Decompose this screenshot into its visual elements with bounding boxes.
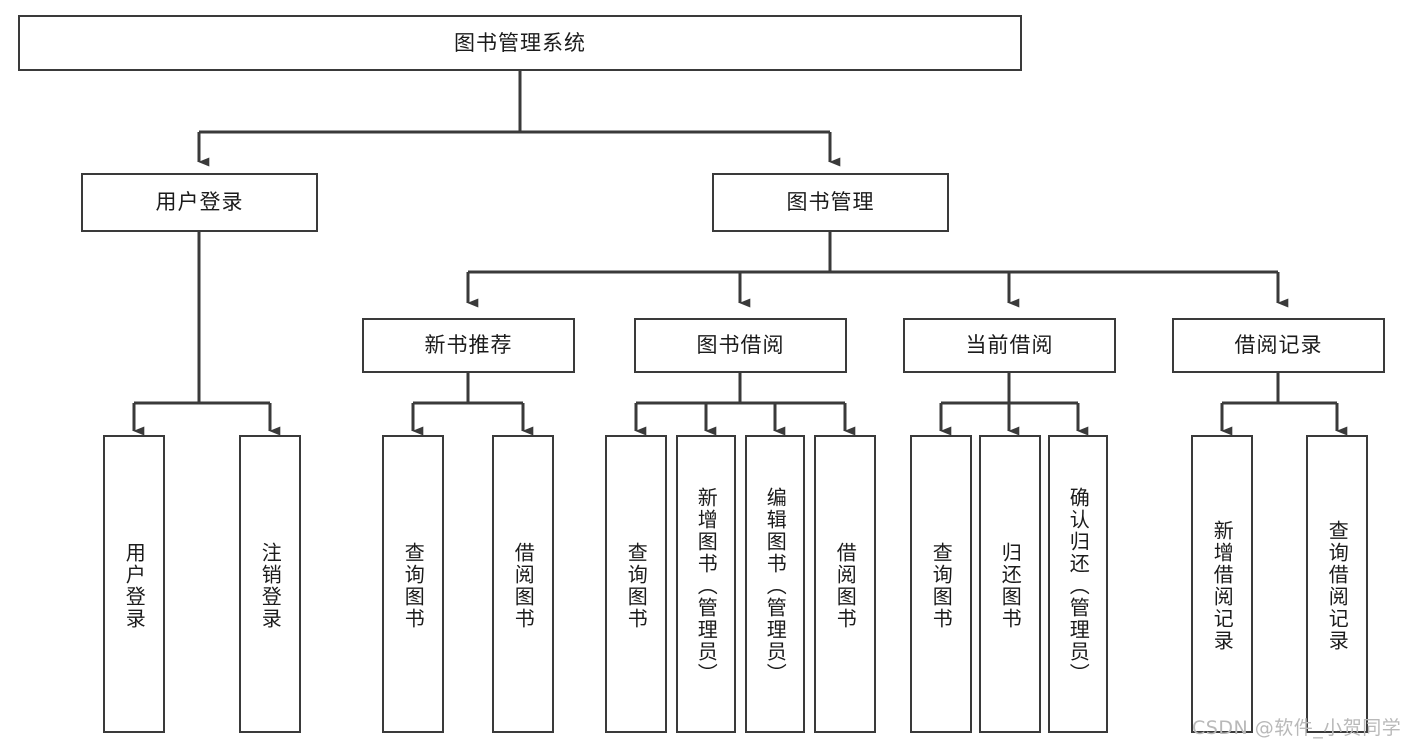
- node-new-book-recommend[interactable]: 新书推荐: [362, 318, 575, 373]
- node-leaf-return-book[interactable]: 归还图书: [979, 435, 1041, 733]
- node-leaf-query-book-1-label: 查询图书: [401, 542, 426, 630]
- node-book-management-label: 图书管理: [786, 190, 875, 215]
- node-leaf-query-book-2-label: 查询图书: [624, 542, 649, 630]
- node-root-label: 图书管理系统: [454, 30, 586, 55]
- node-leaf-add-record[interactable]: 新增借阅记录: [1191, 435, 1253, 733]
- node-leaf-query-book-3[interactable]: 查询图书: [910, 435, 972, 733]
- node-leaf-query-record[interactable]: 查询借阅记录: [1306, 435, 1368, 733]
- node-leaf-add-record-label: 新增借阅记录: [1210, 520, 1235, 652]
- node-leaf-user-login-label: 用户登录: [122, 542, 147, 630]
- node-leaf-confirm-return[interactable]: 确认归还（管理员）: [1048, 435, 1108, 733]
- node-leaf-return-book-label: 归还图书: [998, 542, 1023, 630]
- node-new-book-recommend-label: 新书推荐: [424, 333, 513, 358]
- node-leaf-edit-book[interactable]: 编辑图书（管理员）: [745, 435, 805, 733]
- node-leaf-query-book-3-label: 查询图书: [929, 542, 954, 630]
- node-current-borrow-label: 当前借阅: [965, 333, 1054, 358]
- node-leaf-edit-book-label: 编辑图书（管理员）: [763, 487, 788, 685]
- csdn-watermark: CSDN @软件_小贺同学: [1192, 717, 1402, 739]
- node-leaf-borrow-book-2[interactable]: 借阅图书: [814, 435, 876, 733]
- node-leaf-logout-login[interactable]: 注销登录: [239, 435, 301, 733]
- node-leaf-query-book-1[interactable]: 查询图书: [382, 435, 444, 733]
- node-leaf-logout-login-label: 注销登录: [258, 542, 283, 630]
- node-leaf-add-book-label: 新增图书（管理员）: [694, 487, 719, 685]
- node-leaf-add-book[interactable]: 新增图书（管理员）: [676, 435, 736, 733]
- node-book-borrow-label: 图书借阅: [696, 333, 785, 358]
- node-leaf-confirm-return-label: 确认归还（管理员）: [1066, 487, 1091, 685]
- node-book-management[interactable]: 图书管理: [712, 173, 949, 232]
- node-user-login[interactable]: 用户登录: [81, 173, 318, 232]
- node-leaf-borrow-book-1[interactable]: 借阅图书: [492, 435, 554, 733]
- node-leaf-borrow-book-2-label: 借阅图书: [833, 542, 858, 630]
- node-leaf-borrow-book-1-label: 借阅图书: [511, 542, 536, 630]
- node-user-login-label: 用户登录: [155, 190, 244, 215]
- node-root[interactable]: 图书管理系统: [18, 15, 1022, 71]
- node-borrow-record-label: 借阅记录: [1234, 333, 1323, 358]
- node-current-borrow[interactable]: 当前借阅: [903, 318, 1116, 373]
- node-leaf-query-book-2[interactable]: 查询图书: [605, 435, 667, 733]
- node-leaf-query-record-label: 查询借阅记录: [1325, 520, 1350, 652]
- node-book-borrow[interactable]: 图书借阅: [634, 318, 847, 373]
- node-borrow-record[interactable]: 借阅记录: [1172, 318, 1385, 373]
- node-leaf-user-login[interactable]: 用户登录: [103, 435, 165, 733]
